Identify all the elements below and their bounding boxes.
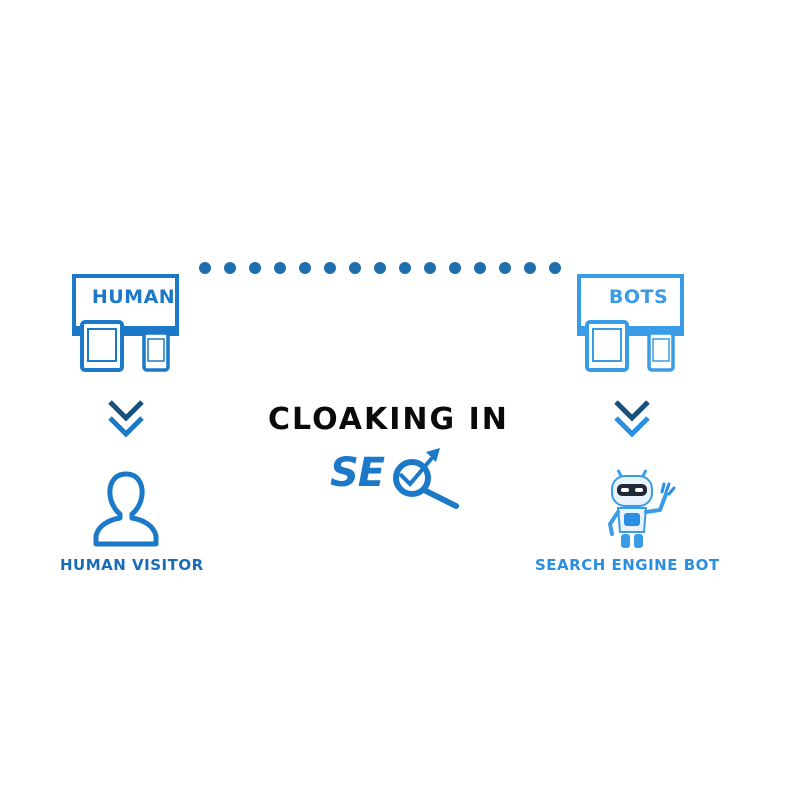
chevron-down-icon [106, 396, 146, 446]
connector-dot [524, 262, 536, 274]
bots-screen-label: BOTS [608, 286, 669, 308]
connector-dot [299, 262, 311, 274]
connector-dot [499, 262, 511, 274]
connector-dot [199, 262, 211, 274]
connector-dot [424, 262, 436, 274]
connector-dot [349, 262, 361, 274]
human-screen-label: HUMAN [91, 286, 176, 308]
robot-waving-icon [600, 462, 680, 558]
magnifier-growth-arrow-icon [393, 448, 459, 509]
seo-text: SE [330, 450, 385, 496]
chevron-down-icon [612, 396, 652, 446]
dotted-connector [199, 262, 574, 274]
connector-dot [324, 262, 336, 274]
connector-dot [474, 262, 486, 274]
diagram-title: CLOAKING IN [268, 402, 509, 437]
connector-dot [374, 262, 386, 274]
seo-logo: SE [328, 444, 468, 514]
connector-dot [449, 262, 461, 274]
person-outline-icon [90, 468, 162, 554]
human-visitor-caption: HUMAN VISITOR [60, 556, 204, 574]
connector-dot [224, 262, 236, 274]
connector-dot [274, 262, 286, 274]
human-devices-icon: HUMAN [70, 272, 200, 382]
connector-dot [549, 262, 561, 274]
connector-dot [249, 262, 261, 274]
connector-dot [399, 262, 411, 274]
bots-devices-icon: BOTS [575, 272, 705, 382]
search-engine-bot-caption: SEARCH ENGINE BOT [535, 556, 720, 574]
